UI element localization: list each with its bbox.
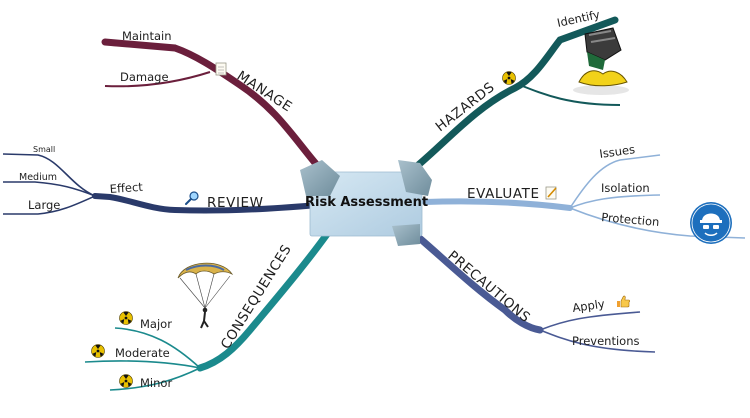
center-node: Risk Assessment [300, 160, 432, 246]
branch-hazards-line [396, 16, 619, 184]
radiation-icon [119, 374, 133, 388]
precautions-child-apply: Apply [571, 297, 605, 315]
branch-manage-line [101, 38, 339, 189]
manage-child-damage: Damage [120, 70, 169, 84]
consequences-child-moderate: Moderate [115, 346, 170, 360]
branch-precautions-line [406, 226, 544, 334]
branch-manage: MANAGE Maintain Damage [101, 29, 339, 189]
precautions-child-preventions: Preventions [572, 334, 639, 348]
evaluate-child-protection: Protection [601, 210, 660, 229]
radiation-icon [119, 311, 133, 325]
branch-precautions-label: PRECAUTIONS [444, 248, 533, 326]
branch-consequences: CONSEQUENCES Major Moderate Minor [84, 226, 334, 391]
consequences-child-minor: Minor [140, 376, 172, 390]
center-title: Risk Assessment [305, 195, 428, 210]
branch-evaluate-label: EVALUATE [467, 186, 540, 202]
notepad-icon [215, 62, 227, 76]
review-grandchild-small: Small [33, 145, 55, 154]
review-grandchild-medium: Medium [19, 172, 57, 183]
branch-precautions: PRECAUTIONS Apply Preventions [406, 226, 656, 353]
radiation-icon [91, 344, 105, 358]
manage-child-maintain: Maintain [122, 29, 172, 43]
consequences-child-major: Major [140, 317, 172, 331]
parachutist-icon [177, 262, 234, 329]
pencil-note-icon [545, 186, 557, 200]
branch-hazards: HAZARDS Identify [396, 7, 629, 184]
branch-manage-sub-line [104, 71, 211, 88]
branch-review-line [92, 193, 321, 214]
boot-icon [573, 27, 629, 95]
radiation-icon [502, 71, 516, 85]
evaluate-child-isolation: Isolation [601, 181, 650, 195]
branch-evaluate: EVALUATE Issues Isolation Protection [422, 142, 746, 244]
review-child-effect: Effect [109, 180, 143, 196]
review-grandchild-large: Large [28, 198, 60, 212]
branch-review: REVIEW Effect Small Medium Large [2, 145, 321, 215]
thumbs-up-icon [617, 295, 631, 308]
branch-consequences-label: CONSEQUENCES [218, 242, 295, 352]
branch-consequences-line [196, 226, 334, 372]
magnifier-icon [185, 191, 199, 205]
branch-review-label: REVIEW [207, 195, 264, 211]
branch-evaluate-line [422, 198, 573, 211]
evaluate-child-issues: Issues [598, 142, 635, 161]
helmet-sign-icon [690, 202, 732, 244]
